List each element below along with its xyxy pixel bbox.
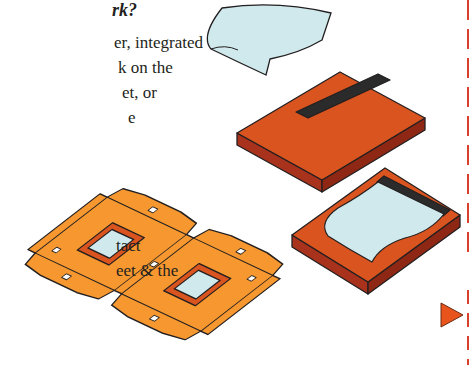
- film-sheet: [207, 5, 331, 75]
- base-board: [237, 72, 425, 192]
- board-top: [237, 72, 425, 180]
- dashed-line: [467, 0, 469, 258]
- window: [174, 270, 220, 299]
- body-text: tact: [116, 236, 141, 256]
- section-heading: rk?: [112, 0, 137, 20]
- box-net: [12, 181, 296, 347]
- body-text: e: [128, 108, 136, 128]
- body-text: et, or: [122, 83, 157, 103]
- body-text: k on the: [118, 58, 173, 78]
- body-text: eet & the: [116, 261, 178, 281]
- dashed-line: [467, 290, 469, 365]
- sheet-curl: [211, 47, 238, 50]
- board-top: [292, 168, 460, 282]
- film-sheet: [325, 182, 444, 262]
- margin-line: [467, 0, 469, 365]
- body-text: er, integrated: [114, 33, 203, 53]
- board-slot: [296, 74, 390, 118]
- window-frame: [77, 223, 144, 265]
- arrow-marker: [441, 303, 463, 327]
- fold-lines: [35, 197, 273, 331]
- net-outline: [12, 181, 296, 347]
- peg-holes: [34, 194, 274, 335]
- base-board: [292, 168, 460, 294]
